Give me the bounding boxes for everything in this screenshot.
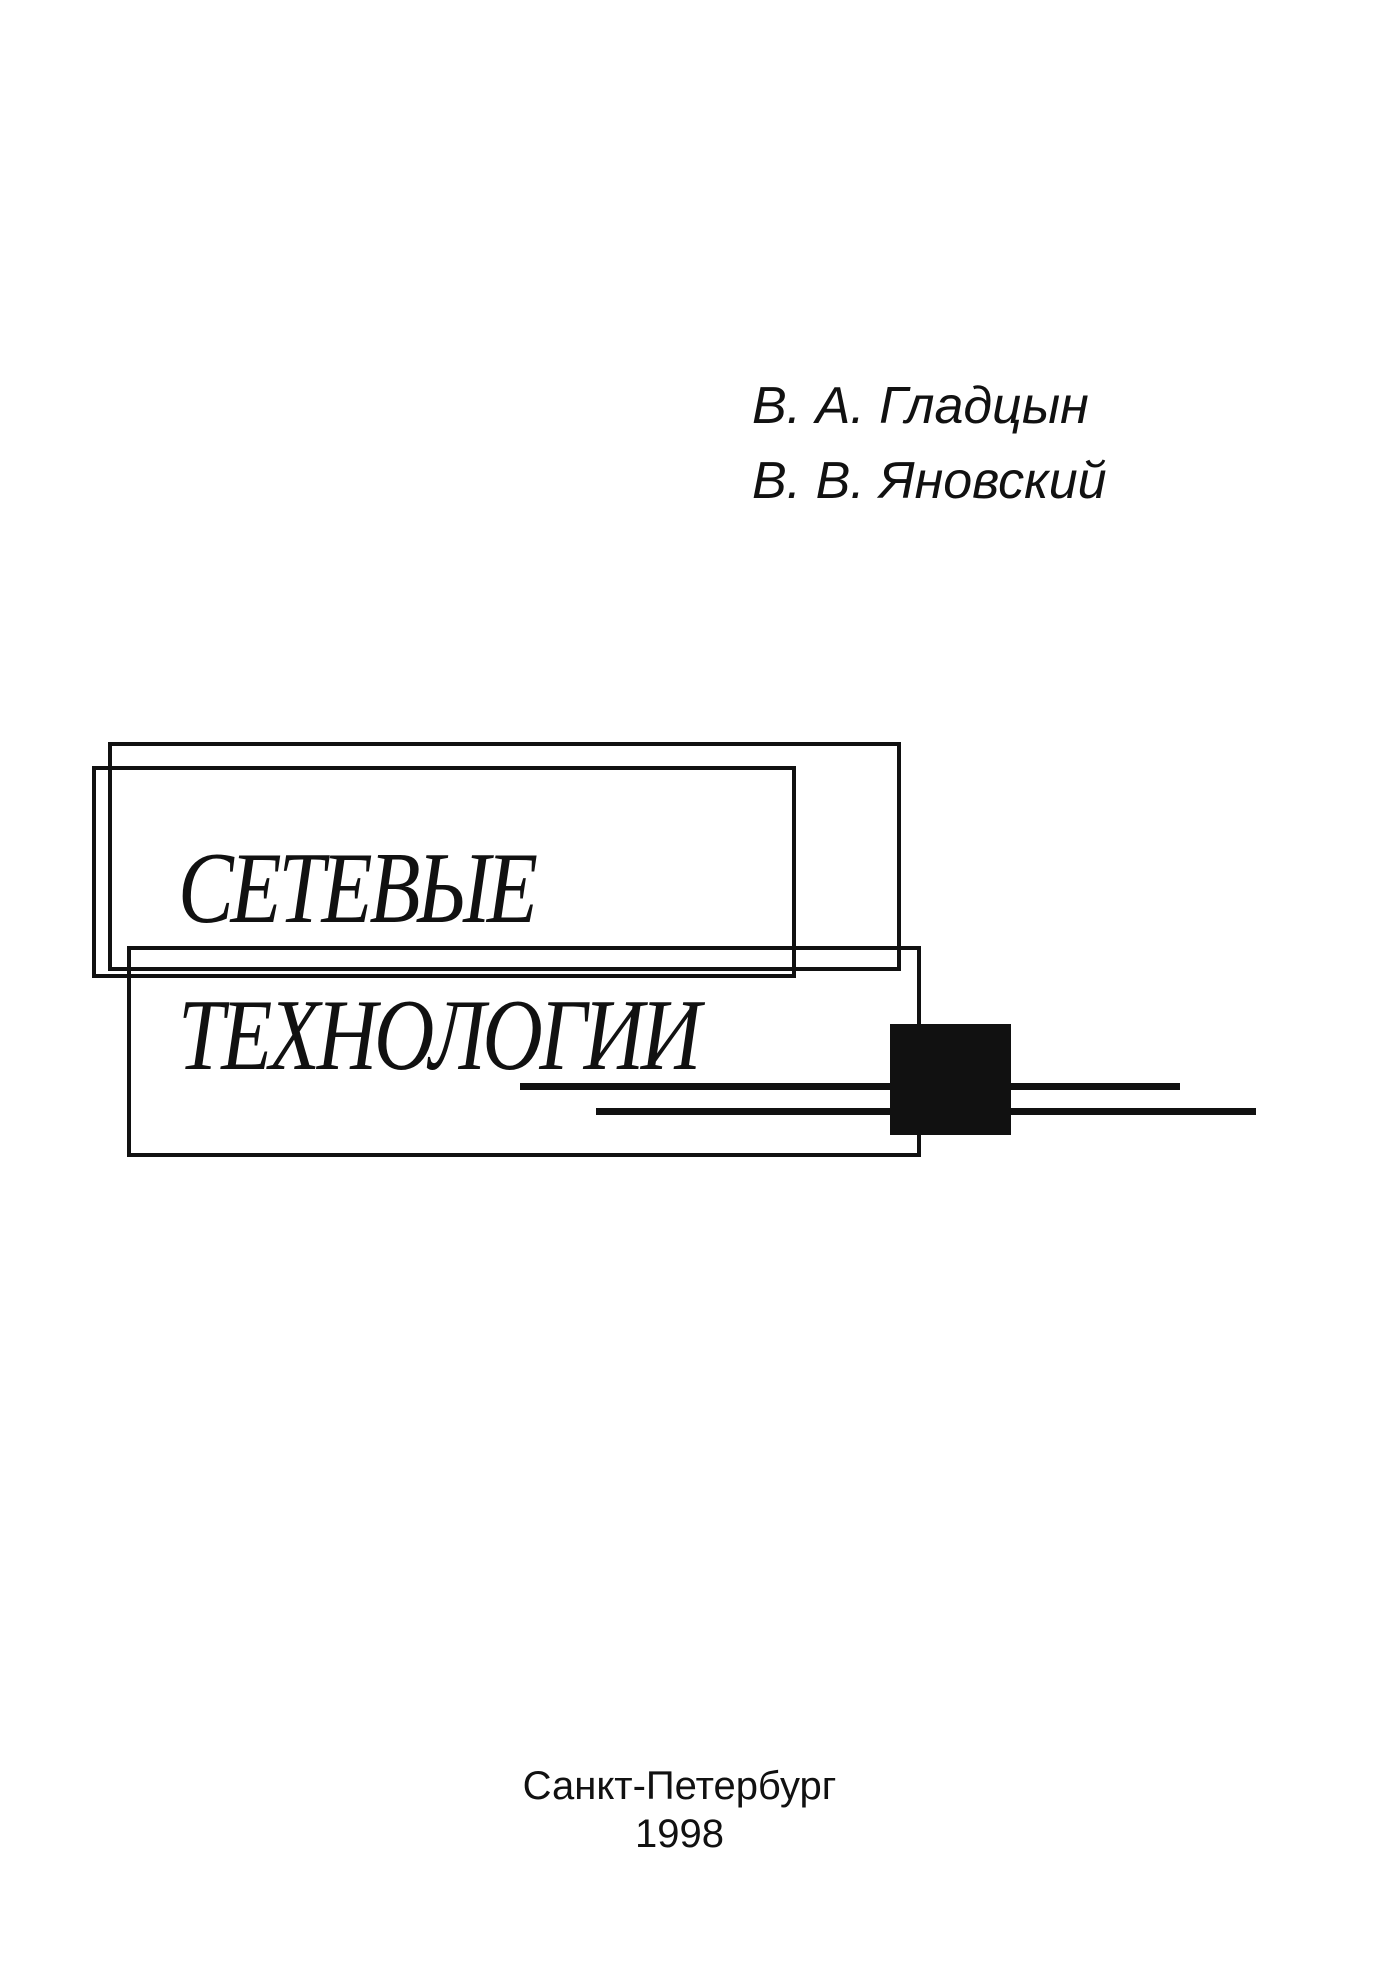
decor-line-1 xyxy=(520,1083,1180,1090)
decor-frame-1 xyxy=(108,742,901,971)
title-line-1: СЕТЕВЫЕ xyxy=(178,832,538,945)
decor-frame-2 xyxy=(92,766,796,978)
publication-city: Санкт-Петербург xyxy=(522,1764,837,1808)
publication-year: 1998 xyxy=(635,1812,724,1856)
author-2: В. В. Яновский xyxy=(752,452,1107,510)
author-1: В. А. Гладцын xyxy=(752,377,1089,435)
decor-black-square xyxy=(890,1024,1011,1135)
title-line-2: ТЕХНОЛОГИИ xyxy=(178,979,701,1092)
